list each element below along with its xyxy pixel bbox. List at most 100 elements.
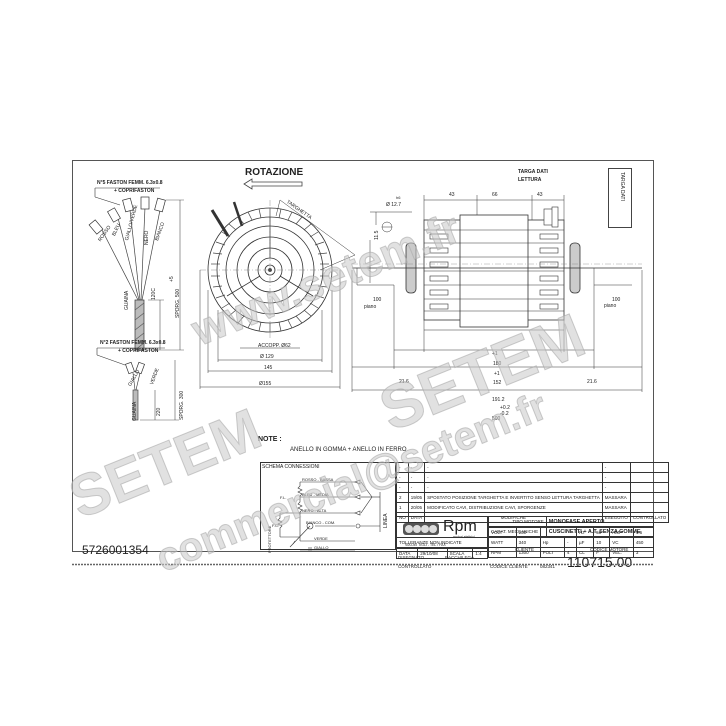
client-code-label: CODICE CLIENTE bbox=[490, 564, 528, 569]
motor-front-view bbox=[199, 199, 356, 389]
watt-value: 340 bbox=[515, 537, 541, 548]
tolerance-label: TOLLERANZE NON INDICATE bbox=[396, 537, 488, 548]
cable2-drawing bbox=[96, 347, 179, 421]
rev-no: - bbox=[396, 472, 409, 483]
vc-label: VC bbox=[609, 537, 634, 548]
rotation-label: ROTAZIONE bbox=[245, 167, 304, 178]
left-flat-length: 100 bbox=[373, 297, 382, 303]
rev-desc: - bbox=[424, 462, 603, 473]
rev-no: - bbox=[396, 482, 409, 493]
drawn-value: BACCHILEGA bbox=[445, 555, 475, 560]
motor-type: MONOFASE APERTO bbox=[545, 516, 655, 527]
rev-date: - bbox=[407, 482, 426, 493]
shaft-tolerance: h6 bbox=[396, 195, 401, 200]
cable5-sheath-label: GUAINA bbox=[124, 290, 130, 310]
speed-value: 3 bbox=[632, 547, 655, 558]
dim-152: 152 bbox=[493, 380, 502, 386]
wiring-schematic bbox=[277, 479, 381, 551]
client-label: CLIENTE bbox=[515, 547, 535, 552]
right-flat-length: 100 bbox=[612, 297, 621, 303]
scale-value: 1:4 bbox=[472, 548, 488, 559]
rpm-logo-icon bbox=[403, 523, 439, 535]
dim-191: 191.2 bbox=[492, 397, 505, 403]
rev-sign: MASSARA bbox=[601, 492, 631, 503]
class-label: CL bbox=[576, 547, 595, 558]
side-dim-top-2: 66 bbox=[492, 192, 498, 198]
rev-date: 19/05 bbox=[407, 492, 426, 503]
rev-no: 1 bbox=[396, 502, 409, 513]
rev-no: - bbox=[396, 462, 409, 473]
checked-label: CONTROLLATO bbox=[398, 564, 432, 569]
tol-152: +1 bbox=[494, 371, 500, 377]
cable5-connector-label: N°5 FASTON FEMM. 6.3x0.8 bbox=[97, 180, 163, 186]
watt-label: WATT bbox=[488, 537, 517, 548]
rev-desc: - bbox=[424, 472, 603, 483]
drawing-info-table: TOLLERANZE NON INDICATE bbox=[396, 537, 488, 548]
revision-row: ---- bbox=[396, 462, 670, 473]
scale-label: SCALA bbox=[446, 548, 474, 559]
rev-check bbox=[629, 482, 670, 493]
plate-box bbox=[608, 168, 632, 228]
motor-type-label: TIPO MOTORE bbox=[488, 516, 547, 527]
date-label: DATA bbox=[395, 548, 419, 559]
tol-180: +1 bbox=[492, 351, 498, 357]
rev-desc: - bbox=[424, 482, 603, 493]
amp-label: AMP bbox=[609, 527, 634, 538]
rev-sign: - bbox=[601, 472, 631, 483]
front-dim-mid: 145 bbox=[264, 365, 273, 371]
side-plate-label: TARGA DATI bbox=[518, 169, 548, 175]
rev-sign: MASSARA bbox=[601, 502, 631, 513]
schematic-wire-bleu: BLEU - MEDIA bbox=[302, 492, 329, 497]
rev-sign: - bbox=[601, 462, 631, 473]
poles-label: POLI bbox=[539, 547, 566, 558]
revision-row: ---- bbox=[396, 482, 670, 493]
note-label: NOTE : bbox=[258, 436, 282, 443]
rev-desc: SPOSTATO POSIZIONE TARGHETTA E INVERTITO… bbox=[424, 492, 603, 503]
rev-desc: MODIFICATO CAVI, DISTRIBUZIONE CAVI, SPO… bbox=[424, 502, 603, 513]
front-dim-inner: Ø 129 bbox=[260, 354, 274, 360]
side-reading-label: LETTURA bbox=[518, 177, 542, 183]
dim-500: 500 bbox=[492, 416, 501, 422]
rev-header-date: DATA bbox=[407, 512, 426, 523]
right-flat-label: piano bbox=[604, 303, 617, 309]
volt-label: VOLT bbox=[488, 527, 517, 538]
left-flat-label: piano bbox=[364, 304, 377, 310]
schematic-title: SCHEMA CONNESSIONI bbox=[262, 464, 320, 470]
schematic-wire-verde: VERDE bbox=[314, 536, 328, 541]
shaft-diameter: Ø 12.7 bbox=[386, 202, 402, 208]
vc-value: 450 bbox=[632, 537, 655, 548]
rev-date: 20/05 bbox=[407, 502, 426, 513]
amp-value: 1.6 bbox=[632, 527, 655, 538]
part-number: 5726001354 bbox=[82, 543, 149, 557]
footer-fine-print bbox=[72, 563, 654, 566]
hp-value: - bbox=[564, 537, 578, 548]
side-dim-top-3: 43 bbox=[537, 192, 543, 198]
motor-code-label: CODICE MOTORE bbox=[590, 547, 629, 552]
note-text: ANELLO IN GOMMA + ANELLO IN FERRO bbox=[290, 447, 407, 453]
dim-side-left: 21.6 bbox=[399, 379, 409, 385]
volt-value: 230 bbox=[515, 527, 541, 538]
schematic-wire-giallo: GIALLO bbox=[314, 545, 329, 550]
cable5-drawing bbox=[88, 187, 184, 351]
schematic-fl-label: F.L. bbox=[280, 495, 287, 500]
dim-180: 180 bbox=[493, 361, 502, 367]
revision-row: ---- bbox=[396, 472, 670, 483]
rotation-arrow-icon bbox=[243, 178, 303, 190]
cable2-overall-length: SPORG. 300 bbox=[179, 390, 185, 420]
schematic-fc-label: F.C. bbox=[272, 523, 280, 528]
cable2-sheath-label: GUAINA bbox=[132, 401, 138, 421]
cable2-sheath-length: 220 bbox=[156, 407, 162, 416]
hp-label: Hp bbox=[539, 537, 566, 548]
shaft-flat: 11.5 bbox=[374, 230, 380, 240]
rev-check bbox=[629, 492, 670, 503]
front-dim-outer: Ø155 bbox=[259, 381, 272, 387]
hz-value: 50 bbox=[593, 527, 611, 538]
rpm-label: RPM bbox=[488, 547, 517, 558]
rev-date: - bbox=[407, 472, 426, 483]
schematic-wire-bianco: BIANCO - COM. bbox=[306, 520, 336, 525]
